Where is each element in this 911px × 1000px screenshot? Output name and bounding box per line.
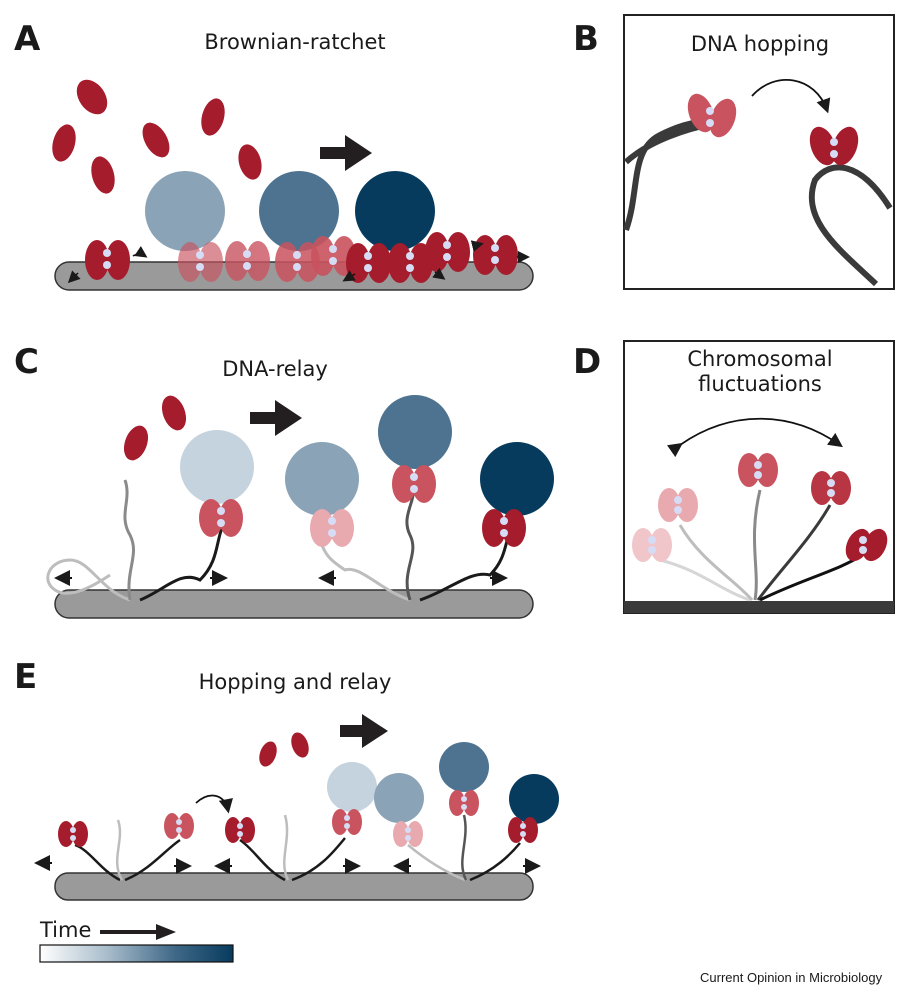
panel-b-title: DNA hopping: [690, 32, 830, 56]
panel-d-title-line1: Chromosomal: [687, 347, 833, 371]
panel-c-title: DNA-relay: [222, 357, 328, 381]
panel-a-title: Brownian-ratchet: [204, 30, 386, 54]
panel-a-diagram: [52, 79, 534, 291]
panel-d-diagram: [624, 417, 894, 613]
panel-c-diagram: [46, 395, 554, 619]
panel-d-letter: D: [573, 342, 602, 382]
direction-arrow-a: [320, 135, 372, 171]
panel-a-letter: A: [14, 19, 41, 59]
panel-c-letter: C: [14, 342, 39, 382]
panel-e-title: Hopping and relay: [198, 670, 392, 694]
direction-arrow-e: [340, 714, 388, 748]
panel-e-diagram: [34, 714, 559, 901]
journal-credit: Current Opinion in Microbiology: [700, 970, 883, 985]
panel-b-frame: [623, 14, 895, 290]
panel-e-letter: E: [14, 657, 38, 697]
dna-track-e: [54, 872, 534, 901]
panel-b-letter: B: [573, 19, 599, 59]
time-legend-label: Time: [40, 918, 92, 942]
time-legend: [39, 924, 234, 963]
direction-arrow-c: [250, 400, 302, 436]
panel-d-title-line2: fluctuations: [698, 372, 822, 396]
time-gradient-bar: [39, 944, 234, 963]
dna-track-d: [624, 601, 894, 613]
panel-b-diagram: [623, 79, 893, 287]
dna-track-c: [54, 589, 534, 619]
free-proteins-a: [52, 79, 262, 194]
